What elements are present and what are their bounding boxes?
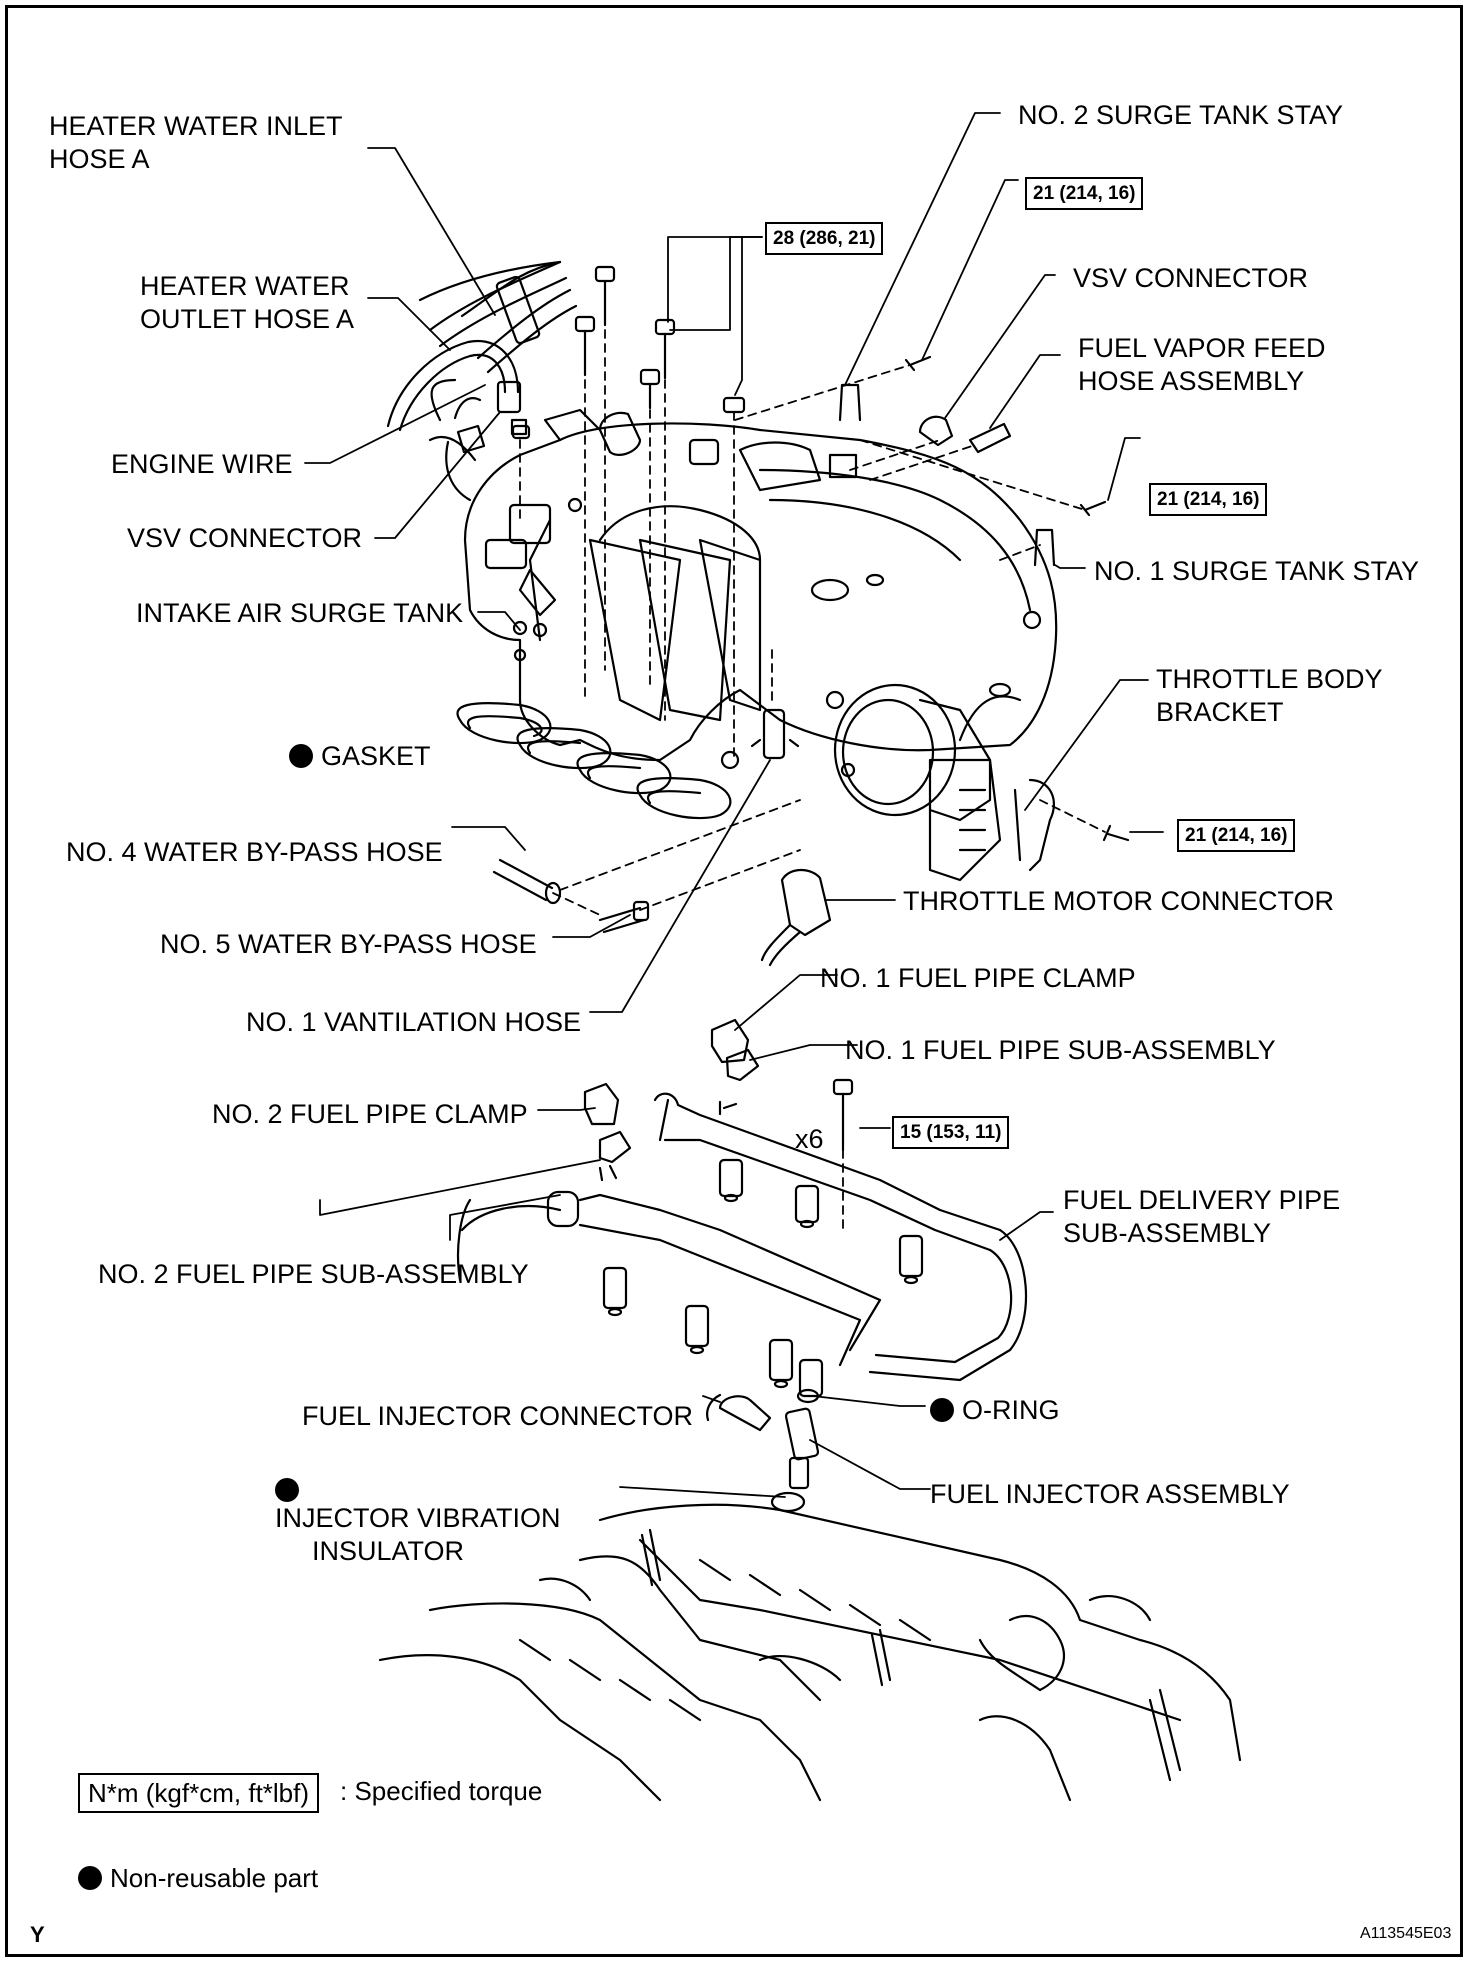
- figure-id: A113545E03: [1360, 1925, 1452, 1942]
- label-throttle-body-bracket: THROTTLE BODY BRACKET: [1156, 663, 1383, 729]
- label-throttle-motor-connector: THROTTLE MOTOR CONNECTOR: [903, 886, 1335, 916]
- label-quantity: x6: [795, 1124, 824, 1154]
- surge-tank: [463, 408, 1058, 770]
- label-no1-surge-tank-stay: NO. 1 SURGE TANK STAY: [1094, 556, 1420, 586]
- label-o-ring: O-RING: [930, 1394, 1060, 1427]
- label-no1-ventilation-hose: NO. 1 VANTILATION HOSE: [246, 1007, 582, 1037]
- label-no1-fuel-pipe-clamp: NO. 1 FUEL PIPE CLAMP: [820, 963, 1136, 993]
- label-line: FUEL VAPOR FEED: [1078, 333, 1326, 363]
- bolts-28: [511, 265, 746, 440]
- label-line: INJECTOR VIBRATION: [275, 1478, 561, 1535]
- label-heater-water-inlet-hose: HEATER WATER INLET HOSE A: [49, 110, 343, 176]
- label-line: HEATER WATER: [140, 271, 350, 301]
- label-line: THROTTLE BODY: [1156, 664, 1383, 694]
- label-no4-water-bypass-hose: NO. 4 WATER BY-PASS HOSE: [66, 837, 443, 867]
- torque-15: 15 (153, 11): [892, 1116, 1010, 1149]
- label-no1-fuel-pipe-sub-assembly: NO. 1 FUEL PIPE SUB-ASSEMBLY: [845, 1035, 1276, 1065]
- label-line: FUEL DELIVERY PIPE: [1063, 1185, 1341, 1215]
- label-vsv-connector-right: VSV CONNECTOR: [1073, 263, 1309, 293]
- nonreusable-marker-icon: [275, 1478, 299, 1502]
- cylinder-heads: [378, 1503, 1242, 1802]
- label-gasket: GASKET: [289, 740, 431, 773]
- label-engine-wire: ENGINE WIRE: [111, 449, 293, 479]
- label-line: HOSE A: [49, 144, 150, 174]
- torque-28: 28 (286, 21): [765, 222, 884, 255]
- label-line: INSULATOR: [312, 1536, 465, 1566]
- label-fuel-injector-assembly: FUEL INJECTOR ASSEMBLY: [930, 1479, 1290, 1509]
- diagram-frame: [5, 5, 1463, 1957]
- corner-letter: Y: [30, 1922, 45, 1947]
- label-text: GASKET: [321, 741, 431, 771]
- legend-torque-unit-box: N*m (kgf*cm, ft*lbf): [78, 1773, 320, 1813]
- label-fuel-injector-connector: FUEL INJECTOR CONNECTOR: [302, 1401, 694, 1431]
- label-line: OUTLET HOSE A: [140, 304, 355, 334]
- label-fuel-vapor-feed-hose: FUEL VAPOR FEED HOSE ASSEMBLY: [1078, 332, 1326, 398]
- label-line: SUB-ASSEMBLY: [1063, 1218, 1272, 1248]
- label-line: HOSE ASSEMBLY: [1078, 366, 1305, 396]
- legend-torque-description: : Specified torque: [340, 1776, 543, 1806]
- label-line: BRACKET: [1156, 697, 1284, 727]
- legend-nonreusable: Non-reusable part: [78, 1862, 318, 1895]
- label-no2-surge-tank-stay: NO. 2 SURGE TANK STAY: [1018, 100, 1344, 130]
- label-no2-fuel-pipe-clamp: NO. 2 FUEL PIPE CLAMP: [212, 1099, 528, 1129]
- gasket: [456, 702, 732, 820]
- torque-21-bracket: 21 (214, 16): [1177, 819, 1296, 852]
- label-line: HEATER WATER INLET: [49, 111, 343, 141]
- label-intake-air-surge-tank: INTAKE AIR SURGE TANK: [136, 598, 464, 628]
- label-text: O-RING: [962, 1395, 1060, 1425]
- label-heater-water-outlet-hose: HEATER WATER OUTLET HOSE A: [140, 270, 354, 336]
- heater-hoses: [386, 260, 578, 502]
- label-vsv-connector-left: VSV CONNECTOR: [127, 523, 363, 553]
- torque-21-no2-stay: 21 (214, 16): [1025, 177, 1144, 210]
- nonreusable-marker-icon: [78, 1866, 102, 1890]
- fuel-delivery-pipe: [456, 1092, 1028, 1398]
- nonreusable-marker-icon: [930, 1398, 954, 1422]
- label-no5-water-bypass-hose: NO. 5 WATER BY-PASS HOSE: [160, 929, 537, 959]
- throttle-body: [825, 683, 1002, 882]
- legend-text: Non-reusable part: [110, 1863, 319, 1893]
- label-no2-fuel-pipe-sub-assembly: NO. 2 FUEL PIPE SUB-ASSEMBLY: [98, 1259, 529, 1289]
- label-injector-vibration-insulator: INJECTOR VIBRATION INSULATOR: [275, 1478, 561, 1568]
- nonreusable-marker-icon: [289, 744, 313, 768]
- torque-21-no1-stay: 21 (214, 16): [1149, 483, 1268, 516]
- label-fuel-delivery-pipe: FUEL DELIVERY PIPE SUB-ASSEMBLY: [1063, 1184, 1340, 1250]
- label-text: INJECTOR VIBRATION: [275, 1503, 561, 1533]
